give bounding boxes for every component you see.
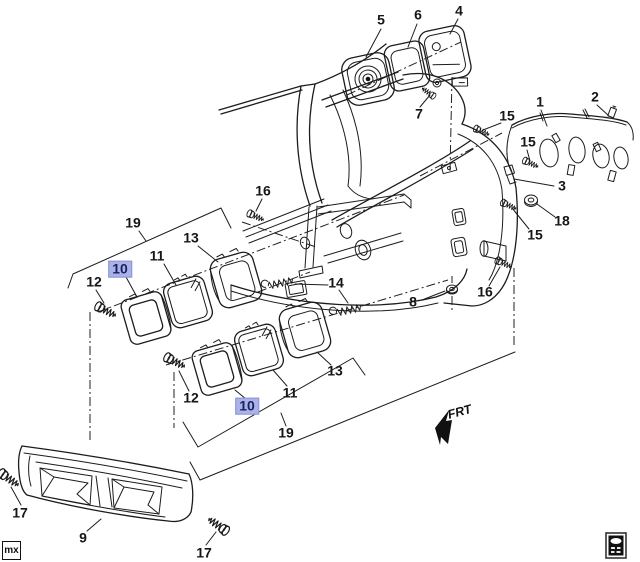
callout-1[interactable]: 1 [536, 93, 544, 110]
callout-2[interactable]: 2 [591, 88, 599, 105]
nut-8 [446, 284, 458, 295]
callout-16-1[interactable]: 16 [255, 182, 271, 199]
nut-18 [524, 194, 538, 207]
callout-18[interactable]: 18 [554, 212, 570, 229]
headlamp-row-lower [161, 294, 334, 398]
callout-11-1[interactable]: 11 [149, 247, 165, 264]
callout-11-2[interactable]: 11 [282, 384, 298, 401]
callout-4[interactable]: 4 [455, 2, 463, 19]
callout-17-2[interactable]: 17 [196, 544, 212, 561]
callout-7[interactable]: 7 [415, 105, 423, 122]
marker-lamp-bulb-screw [419, 78, 442, 101]
marker-lamp-housing [418, 24, 472, 87]
callout-17-1[interactable]: 17 [12, 504, 28, 521]
callout-19-2[interactable]: 19 [278, 424, 294, 441]
fasteners [0, 124, 540, 538]
mx-stamp: mx [2, 541, 21, 560]
callout-13-1[interactable]: 13 [183, 229, 199, 246]
callout-9[interactable]: 9 [79, 529, 87, 546]
group-brackets [67, 207, 516, 481]
fender-marker-opening-upper [451, 207, 467, 227]
leader-lines [10, 18, 610, 546]
callout-16-2[interactable]: 16 [477, 283, 493, 300]
harness-connector-2 [607, 105, 618, 119]
label-stamp-icon [605, 532, 627, 559]
callout-19-1[interactable]: 19 [125, 214, 141, 231]
callout-3[interactable]: 3 [558, 177, 566, 194]
marker-lamp-lens [341, 52, 395, 106]
callout-10-1[interactable]: 10 [108, 260, 132, 278]
callout-13-2[interactable]: 13 [327, 362, 343, 379]
callout-15-2[interactable]: 15 [520, 133, 536, 150]
fender-marker-opening-lower [450, 236, 468, 258]
callout-15-3[interactable]: 15 [527, 226, 543, 243]
harness-clip-3 [503, 164, 517, 185]
frt-direction-arrow-icon [435, 410, 452, 445]
callout-15-1[interactable]: 15 [499, 107, 515, 124]
assembly-axis-lines [89, 41, 515, 440]
lower-lamp-opening [284, 280, 308, 298]
marker-lamp-gasket [383, 40, 431, 92]
callout-12-1[interactable]: 12 [86, 273, 102, 290]
callout-10-2[interactable]: 10 [235, 397, 259, 415]
callout-6[interactable]: 6 [414, 6, 422, 23]
headlamp-bezel [17, 445, 194, 523]
wiring-harness [503, 105, 634, 185]
callout-12-2[interactable]: 12 [183, 389, 199, 406]
callout-14[interactable]: 14 [328, 274, 344, 291]
truck-front-body [218, 43, 518, 312]
callout-5[interactable]: 5 [377, 11, 385, 28]
callout-8[interactable]: 8 [409, 293, 417, 310]
